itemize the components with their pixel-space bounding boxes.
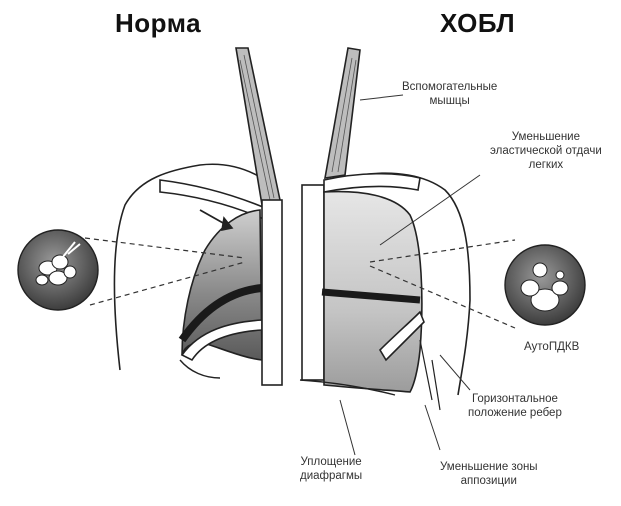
copd-sternum xyxy=(302,185,324,380)
label-flattened-diaphragm: Уплощение диафрагмы xyxy=(300,455,362,483)
label-auto-peep: АутоПДКВ xyxy=(524,340,579,354)
normal-title: Норма xyxy=(115,8,201,39)
normal-alveoli-zoom xyxy=(18,230,98,310)
copd-title: ХОБЛ xyxy=(440,8,515,39)
copd-clavicle xyxy=(324,174,420,192)
label-elastic-recoil: Уменьшение эластической отдачи легких xyxy=(490,130,602,172)
label-apposition-zone: Уменьшение зоны аппозиции xyxy=(440,460,538,488)
label-accessory-muscles: Вспомогательные мышцы xyxy=(402,80,497,108)
copd-alveoli-zoom xyxy=(505,245,585,325)
normal-chest xyxy=(115,48,282,385)
normal-sternum xyxy=(262,200,282,385)
label-horizontal-ribs: Горизонтальное положение ребер xyxy=(468,392,562,420)
